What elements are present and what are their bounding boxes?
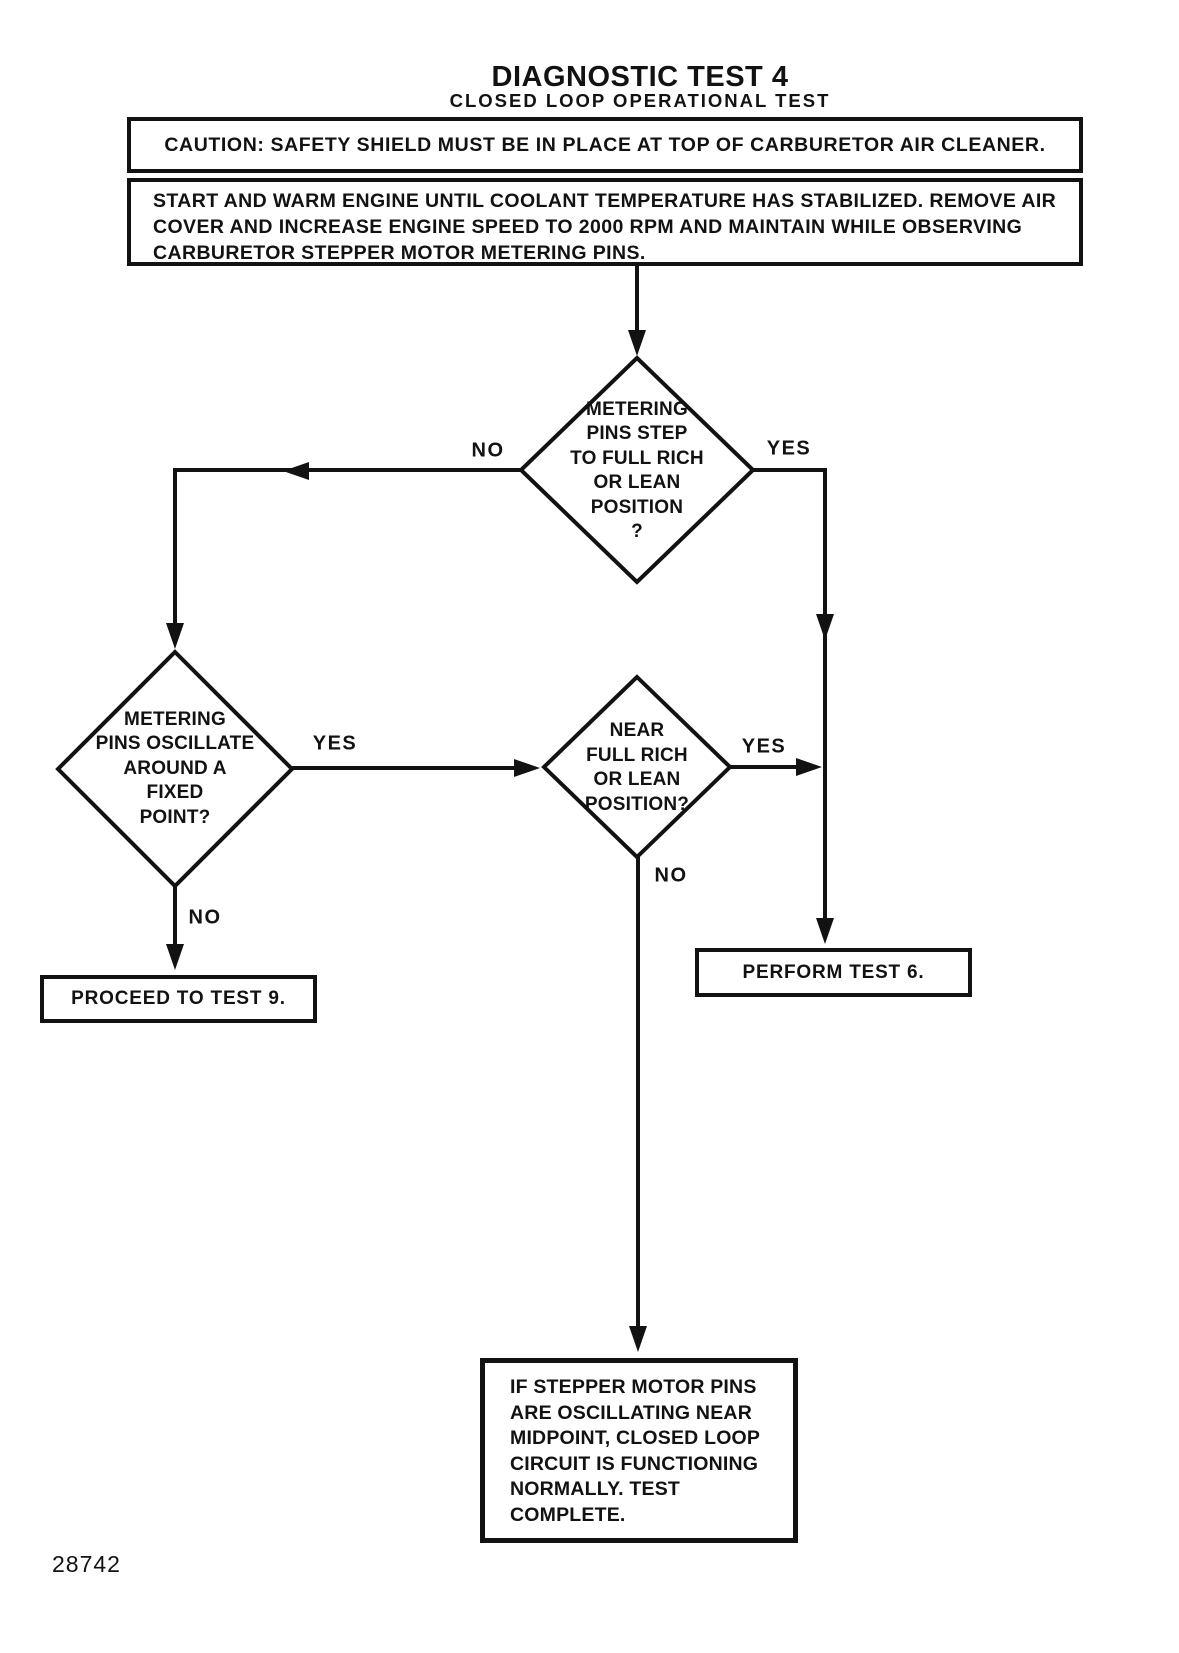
figure-number: 28742 <box>52 1551 121 1577</box>
branch-label-d2-yes: YES <box>312 732 358 755</box>
branch-label-d1-no: NO <box>471 439 505 462</box>
arrowhead-into-d1 <box>628 330 646 356</box>
arrowhead-into-complete <box>629 1326 647 1352</box>
branch-label-d1-yes: YES <box>766 437 812 460</box>
branch-label-d3-no: NO <box>654 864 688 887</box>
test-complete-box: IF STEPPER MOTOR PINS ARE OSCILLATING NE… <box>480 1358 798 1543</box>
arrowhead-d1-no-left <box>283 462 309 480</box>
title-block: DIAGNOSTIC TEST 4 CLOSED LOOP OPERATIONA… <box>240 62 1040 110</box>
arrowhead-d1-yes-mid <box>816 614 834 640</box>
branch-label-d2-no: NO <box>188 906 222 929</box>
decision-metering-pins-step: METERING PINS STEP TO FULL RICH OR LEAN … <box>570 398 704 543</box>
perform-test-6-box: PERFORM TEST 6. <box>695 948 972 997</box>
branch-label-d3-yes: YES <box>741 735 787 758</box>
arrowhead-into-perform6 <box>816 918 834 944</box>
page-title: DIAGNOSTIC TEST 4 <box>491 61 789 93</box>
decision-near-full-rich-or-lean: NEAR FULL RICH OR LEAN POSITION? <box>584 720 690 815</box>
connector-d1-yes <box>751 468 827 934</box>
caution-box: CAUTION: SAFETY SHIELD MUST BE IN PLACE … <box>127 117 1083 173</box>
connector-d1-no <box>173 468 523 627</box>
arrowhead-into-proceed9 <box>166 944 184 970</box>
page-subtitle: CLOSED LOOP OPERATIONAL TEST <box>449 90 831 111</box>
arrowhead-d3-yes-right <box>796 758 822 776</box>
arrowhead-into-d2 <box>166 623 184 649</box>
instruction-box: START AND WARM ENGINE UNTIL COOLANT TEMP… <box>127 178 1083 266</box>
arrowhead-d2-yes-right <box>514 759 540 777</box>
diamond-d1-outline <box>518 355 756 585</box>
decision-pins-oscillate-fixed-point: METERING PINS OSCILLATE AROUND A FIXED P… <box>95 708 255 828</box>
proceed-test-9-box: PROCEED TO TEST 9. <box>40 975 317 1023</box>
